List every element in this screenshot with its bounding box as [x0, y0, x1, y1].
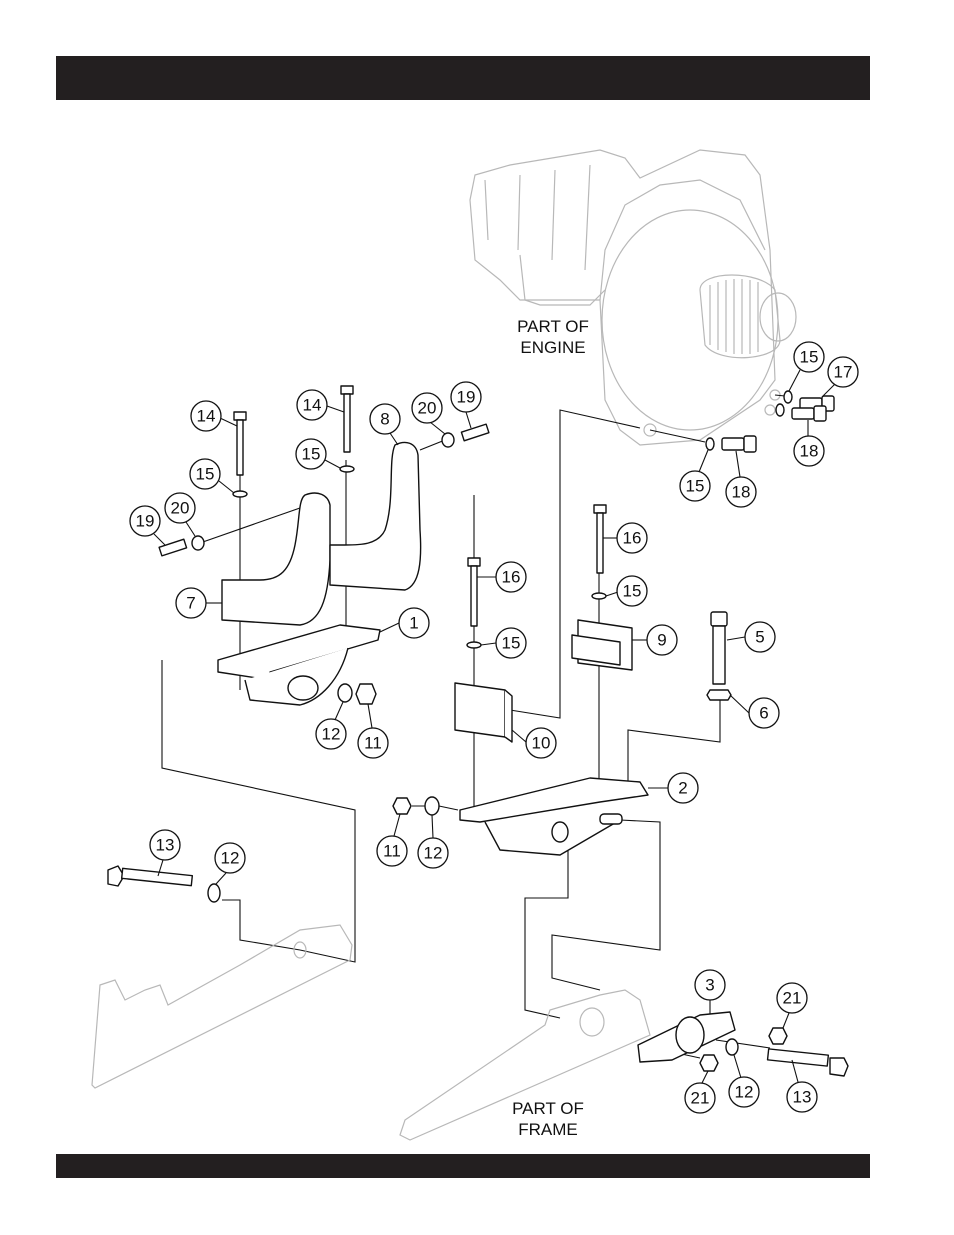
block-9 — [572, 620, 632, 670]
callout-12: 12 — [316, 702, 346, 749]
callout-3: 3 — [695, 970, 725, 1014]
callout-11: 11 — [377, 814, 407, 866]
callout-14: 14 — [297, 390, 344, 420]
svg-text:6: 6 — [759, 704, 768, 723]
svg-text:15: 15 — [686, 477, 705, 496]
callout-1: 1 — [380, 608, 429, 638]
callout-15: 15 — [789, 342, 824, 391]
bolt-13-left — [108, 866, 220, 902]
callout-15: 15 — [606, 576, 647, 606]
svg-text:20: 20 — [171, 499, 190, 518]
svg-text:20: 20 — [418, 399, 437, 418]
svg-text:17: 17 — [834, 363, 853, 382]
callout-19: 19 — [130, 506, 165, 545]
callout-16: 16 — [477, 562, 526, 592]
svg-text:12: 12 — [424, 844, 443, 863]
svg-text:12: 12 — [221, 849, 240, 868]
svg-text:18: 18 — [800, 442, 819, 461]
assembly-lines — [162, 410, 770, 1058]
svg-text:15: 15 — [623, 582, 642, 601]
label-part-of-engine: PART OF ENGINE — [517, 317, 589, 357]
svg-text:15: 15 — [302, 445, 321, 464]
callout-6: 6 — [730, 695, 779, 728]
label-part-of-frame: PART OF FRAME — [512, 1099, 584, 1139]
callout-15: 15 — [296, 439, 340, 469]
svg-text:16: 16 — [502, 568, 521, 587]
svg-text:21: 21 — [691, 1089, 710, 1108]
callout-15: 15 — [190, 459, 234, 493]
callout-12: 12 — [215, 843, 245, 884]
callout-19: 19 — [451, 382, 481, 428]
callout-14: 14 — [191, 401, 237, 431]
callout-15: 15 — [680, 450, 710, 501]
callout-15: 15 — [481, 628, 526, 658]
svg-text:12: 12 — [322, 725, 341, 744]
svg-text:8: 8 — [380, 410, 389, 429]
block-10 — [455, 683, 512, 742]
svg-text:15: 15 — [196, 465, 215, 484]
bracket-8 — [330, 442, 421, 590]
svg-text:13: 13 — [793, 1088, 812, 1107]
svg-text:1: 1 — [409, 614, 418, 633]
callout-12: 12 — [729, 1055, 759, 1107]
bolt-5-nut-6 — [707, 612, 731, 700]
svg-text:21: 21 — [783, 989, 802, 1008]
callout-18: 18 — [726, 451, 756, 507]
callout-20: 20 — [412, 393, 445, 434]
svg-text:12: 12 — [735, 1083, 754, 1102]
callout-12: 12 — [418, 815, 448, 868]
callout-17: 17 — [822, 357, 858, 397]
frame-left-ghost — [92, 925, 352, 1088]
callout-10: 10 — [512, 728, 556, 758]
svg-text:13: 13 — [156, 836, 175, 855]
engine-ghost — [470, 150, 796, 445]
callout-8: 8 — [370, 404, 400, 445]
callout-20: 20 — [165, 493, 195, 536]
callout-2: 2 — [648, 773, 698, 803]
svg-text:14: 14 — [197, 407, 216, 426]
svg-text:ENGINE: ENGINE — [520, 338, 585, 357]
svg-text:3: 3 — [705, 976, 714, 995]
svg-text:10: 10 — [532, 734, 551, 753]
svg-text:19: 19 — [136, 512, 155, 531]
bolts-14 — [233, 386, 354, 497]
callout-16: 16 — [603, 523, 647, 553]
svg-text:15: 15 — [502, 634, 521, 653]
svg-text:PART OF: PART OF — [517, 317, 589, 336]
callout-21: 21 — [777, 983, 807, 1028]
callout-5: 5 — [727, 622, 775, 652]
svg-text:11: 11 — [383, 842, 401, 861]
callout-13: 13 — [150, 830, 180, 876]
callout-13: 13 — [787, 1060, 817, 1112]
svg-text:PART OF: PART OF — [512, 1099, 584, 1118]
svg-text:14: 14 — [303, 396, 322, 415]
svg-text:19: 19 — [457, 388, 476, 407]
svg-text:2: 2 — [678, 779, 687, 798]
callout-21: 21 — [685, 1071, 715, 1113]
svg-text:18: 18 — [732, 483, 751, 502]
mount-plate-1 — [218, 625, 380, 705]
svg-text:7: 7 — [186, 594, 195, 613]
svg-text:9: 9 — [657, 631, 666, 650]
callout-11: 11 — [358, 704, 388, 758]
callout-18: 18 — [794, 420, 824, 466]
svg-text:15: 15 — [800, 348, 819, 367]
svg-text:11: 11 — [364, 734, 382, 753]
svg-text:FRAME: FRAME — [518, 1120, 578, 1139]
svg-text:16: 16 — [623, 529, 642, 548]
bracket-7 — [222, 493, 330, 625]
callout-7: 7 — [176, 588, 222, 618]
svg-text:5: 5 — [755, 628, 764, 647]
callout-9: 9 — [632, 625, 677, 655]
